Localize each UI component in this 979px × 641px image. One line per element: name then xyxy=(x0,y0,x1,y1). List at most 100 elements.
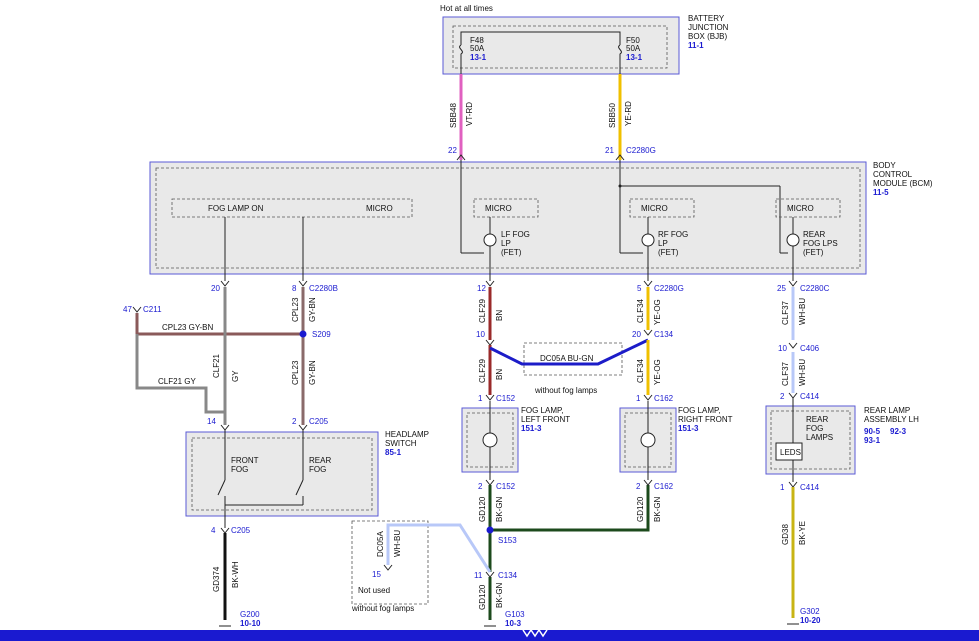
fuse-f50-id: F50 xyxy=(626,36,640,45)
wire-gybn-lower-color: GY-BN xyxy=(308,360,317,385)
rear-assembly-title-line1: REAR LAMP xyxy=(864,406,910,415)
rear-fet-line3: (FET) xyxy=(803,248,824,257)
fuse-f48-symbol xyxy=(459,44,463,74)
bcm-pin-22: 22 xyxy=(448,146,457,155)
lf-pin-1: 1 xyxy=(478,394,483,403)
bjb-box xyxy=(442,16,680,75)
lf-pin-10: 10 xyxy=(476,330,485,339)
connector-arrow-25 xyxy=(788,280,798,287)
connector-arrow-lf-2 xyxy=(485,479,495,486)
bcm-pin-12: 12 xyxy=(477,284,486,293)
wire-clf34-lower-circuit: CLF34 xyxy=(636,358,645,383)
rear-fet-line2: FOG LPS xyxy=(803,239,838,248)
bcm-title-line2: CONTROL xyxy=(873,170,913,179)
wire-clf37-lower-circuit: CLF37 xyxy=(781,361,790,386)
headlamp-switch-inner xyxy=(191,437,373,511)
wire-clf21-loop xyxy=(135,334,225,414)
rear-connector-c414: C414 xyxy=(800,392,820,401)
splice-s209-label: S209 xyxy=(312,330,331,339)
switch-connector-c205: C205 xyxy=(231,526,251,535)
connector-arrow-rf-2 xyxy=(643,479,653,486)
rear-fet-line1: REAR xyxy=(803,230,825,239)
lf-connector-c152b: C152 xyxy=(496,482,516,491)
bcm-pin-21: 21 xyxy=(605,146,614,155)
connector-arrow-rf-1 xyxy=(643,394,653,401)
fuse-f50-ref: 13-1 xyxy=(626,53,643,62)
headlamp-switch-title-line1: HEADLAMP xyxy=(385,430,429,439)
wire-clf21-vertical-circuit: CLF21 xyxy=(212,353,221,378)
connector-arrow-lf-11 xyxy=(485,571,495,578)
connector-arrow-rf-20 xyxy=(643,329,653,336)
connector-arrow-21 xyxy=(615,154,625,161)
fuse-f50-rating: 50A xyxy=(626,44,641,53)
lf-micro-label: MICRO xyxy=(485,204,512,213)
connector-arrow-12 xyxy=(485,280,495,287)
rf-connector-c134: C134 xyxy=(654,330,674,339)
rf-fet-line2: LP xyxy=(658,239,668,248)
wire-gd120-lf-circuit: GD120 xyxy=(478,496,487,522)
wire-whbu-lower-color: WH-BU xyxy=(798,359,807,386)
front-fog-label-line1: FRONT xyxy=(231,456,259,465)
wire-cpl23-lower-circuit: CPL23 xyxy=(291,360,300,385)
lf-fet-icon xyxy=(483,233,497,247)
headlamp-switch-ref: 85-1 xyxy=(385,448,402,457)
ground-bus-notch xyxy=(522,628,548,638)
rear-micro-label: MICRO xyxy=(787,204,814,213)
fuse-f48-rating: 50A xyxy=(470,44,485,53)
splice-s153 xyxy=(486,526,494,534)
rf-lamp-title-line1: FOG LAMP, xyxy=(678,406,721,415)
rear-fet-icon xyxy=(786,233,800,247)
connector-arrow-2-c205 xyxy=(298,424,308,431)
wire-yeog-upper-color: YE-OG xyxy=(653,299,662,325)
ground-g103-ref: 10-3 xyxy=(505,619,522,628)
lf-lamp-title-line1: FOG LAMP, xyxy=(521,406,564,415)
rf-fet-line1: RF FOG xyxy=(658,230,688,239)
rf-micro-label: MICRO xyxy=(641,204,668,213)
wire-dc05a-not-used xyxy=(386,523,492,573)
wire-clf29-lower-circuit: CLF29 xyxy=(478,358,487,383)
headlamp-switch-title-line2: SWITCH xyxy=(385,439,417,448)
bcm-pin-20: 20 xyxy=(211,284,220,293)
lf-lamp-ref: 151-3 xyxy=(521,424,542,433)
connector-arrow-14 xyxy=(220,424,230,431)
rear-lamp-label-line2: FOG xyxy=(806,424,823,433)
c211-connector: C211 xyxy=(143,305,162,314)
not-used-color: WH-BU xyxy=(393,530,402,557)
bcm-module xyxy=(149,161,867,275)
wire-gd374-circuit: GD374 xyxy=(212,566,221,592)
connector-arrow-lf-10 xyxy=(485,339,495,346)
wire-bn-upper-color: BN xyxy=(495,310,504,321)
rf-lamp-ref: 151-3 xyxy=(678,424,699,433)
connector-arrow-4 xyxy=(220,527,230,534)
headlamp-switch-box xyxy=(185,431,379,517)
wire-bkgn-rf-color: BK-GN xyxy=(653,496,662,522)
wire-bkgn-ground-color: BK-GN xyxy=(495,582,504,608)
ground-g200-ref: 10-10 xyxy=(240,619,261,628)
connector-arrow-20 xyxy=(220,280,230,287)
connector-arrow-22 xyxy=(456,154,466,161)
connector-arrow-47 xyxy=(132,306,142,313)
connector-arrow-lf-1 xyxy=(485,394,495,401)
bcm-ref: 11-5 xyxy=(873,188,889,197)
ground-g302-ref: 10-20 xyxy=(800,616,821,625)
fog-lamp-on-box xyxy=(171,198,413,218)
rear-lamp-assembly-inner xyxy=(770,410,851,470)
wire-gd38-circuit: GD38 xyxy=(781,524,790,545)
lf-lamp-title-line2: LEFT FRONT xyxy=(521,415,570,424)
rf-fet-line3: (FET) xyxy=(658,248,679,257)
front-fog-label-line2: FOG xyxy=(231,465,248,474)
wire-bkgn-lf-color: BK-GN xyxy=(495,496,504,522)
bcm-pin-25: 25 xyxy=(777,284,786,293)
wire-gybn-upper-color: GY-BN xyxy=(308,297,317,322)
rf-lamp-title-line2: RIGHT FRONT xyxy=(678,415,733,424)
connector-arrow-rear-1 xyxy=(788,481,798,488)
wire-sbb48-color: VT-RD xyxy=(465,102,474,126)
leds-box xyxy=(775,442,803,461)
ground-bus-bar xyxy=(0,630,979,641)
fuse-f48-ref: 13-1 xyxy=(470,53,487,62)
wire-dc05a-jumper xyxy=(489,338,649,366)
fuse-f50-symbol xyxy=(618,44,622,74)
fog-lamp-on-micro: MICRO xyxy=(366,204,393,213)
bcm-pin-5: 5 xyxy=(637,284,642,293)
